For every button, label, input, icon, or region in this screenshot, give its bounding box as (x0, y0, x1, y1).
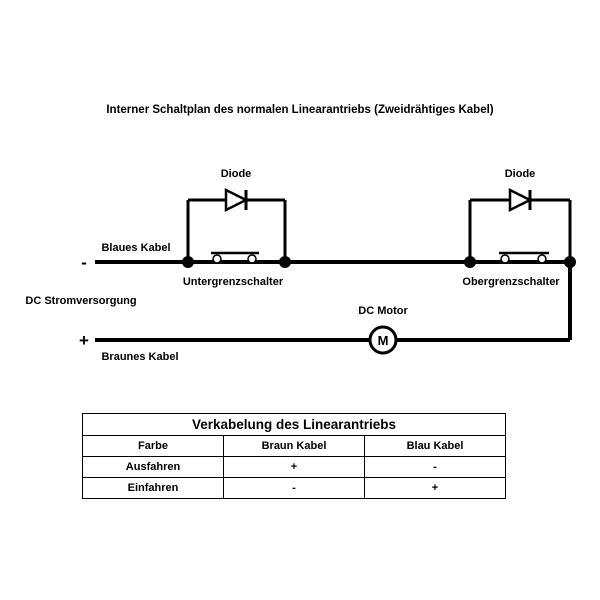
node (464, 256, 476, 268)
cell-value: + (223, 456, 365, 478)
diode-left-label: Diode (221, 168, 252, 180)
cell-value: - (364, 456, 506, 478)
brown-cable-label: Braunes Kabel (101, 351, 178, 363)
table-row: Einfahren - + (82, 477, 506, 499)
header-blau-kabel: Blau Kabel (364, 435, 506, 457)
node (279, 256, 291, 268)
motor-letter: M (378, 333, 389, 348)
lower-limit-switch-label: Untergrenzschalter (183, 276, 284, 288)
table-title-row: Verkabelung des Linearantriebs (82, 413, 506, 436)
dc-motor-icon: M (368, 325, 398, 355)
cell-value: - (223, 477, 365, 499)
dc-power-label: DC Stromversorgung (25, 295, 136, 307)
cell-value: + (364, 477, 506, 499)
table-title: Verkabelung des Linearantriebs (82, 413, 506, 436)
diode-right-label: Diode (505, 168, 536, 180)
diode-right-icon (508, 187, 533, 213)
page-title: Interner Schaltplan des normalen Lineara… (106, 104, 494, 116)
row-label: Ausfahren (82, 456, 224, 478)
diode-left-icon (224, 187, 249, 213)
diode-loop-right (468, 187, 572, 262)
header-braun-kabel: Braun Kabel (223, 435, 365, 457)
node (182, 256, 194, 268)
dc-motor-label: DC Motor (358, 305, 408, 317)
table-header-row: Farbe Braun Kabel Blau Kabel (82, 435, 506, 457)
node (564, 256, 576, 268)
row-label: Einfahren (82, 477, 224, 499)
wiring-table: Verkabelung des Linearantriebs Farbe Bra… (82, 413, 506, 499)
plus-sign: + (79, 331, 89, 350)
minus-sign: - (81, 253, 87, 272)
table-row: Ausfahren + - (82, 456, 506, 478)
diode-loop-left (186, 187, 287, 262)
upper-limit-switch-label: Obergrenzschalter (462, 276, 560, 288)
upper-limit-switch-icon (499, 251, 549, 264)
header-farbe: Farbe (82, 435, 224, 457)
lower-limit-switch-icon (211, 251, 259, 264)
blue-cable-label: Blaues Kabel (101, 242, 170, 254)
